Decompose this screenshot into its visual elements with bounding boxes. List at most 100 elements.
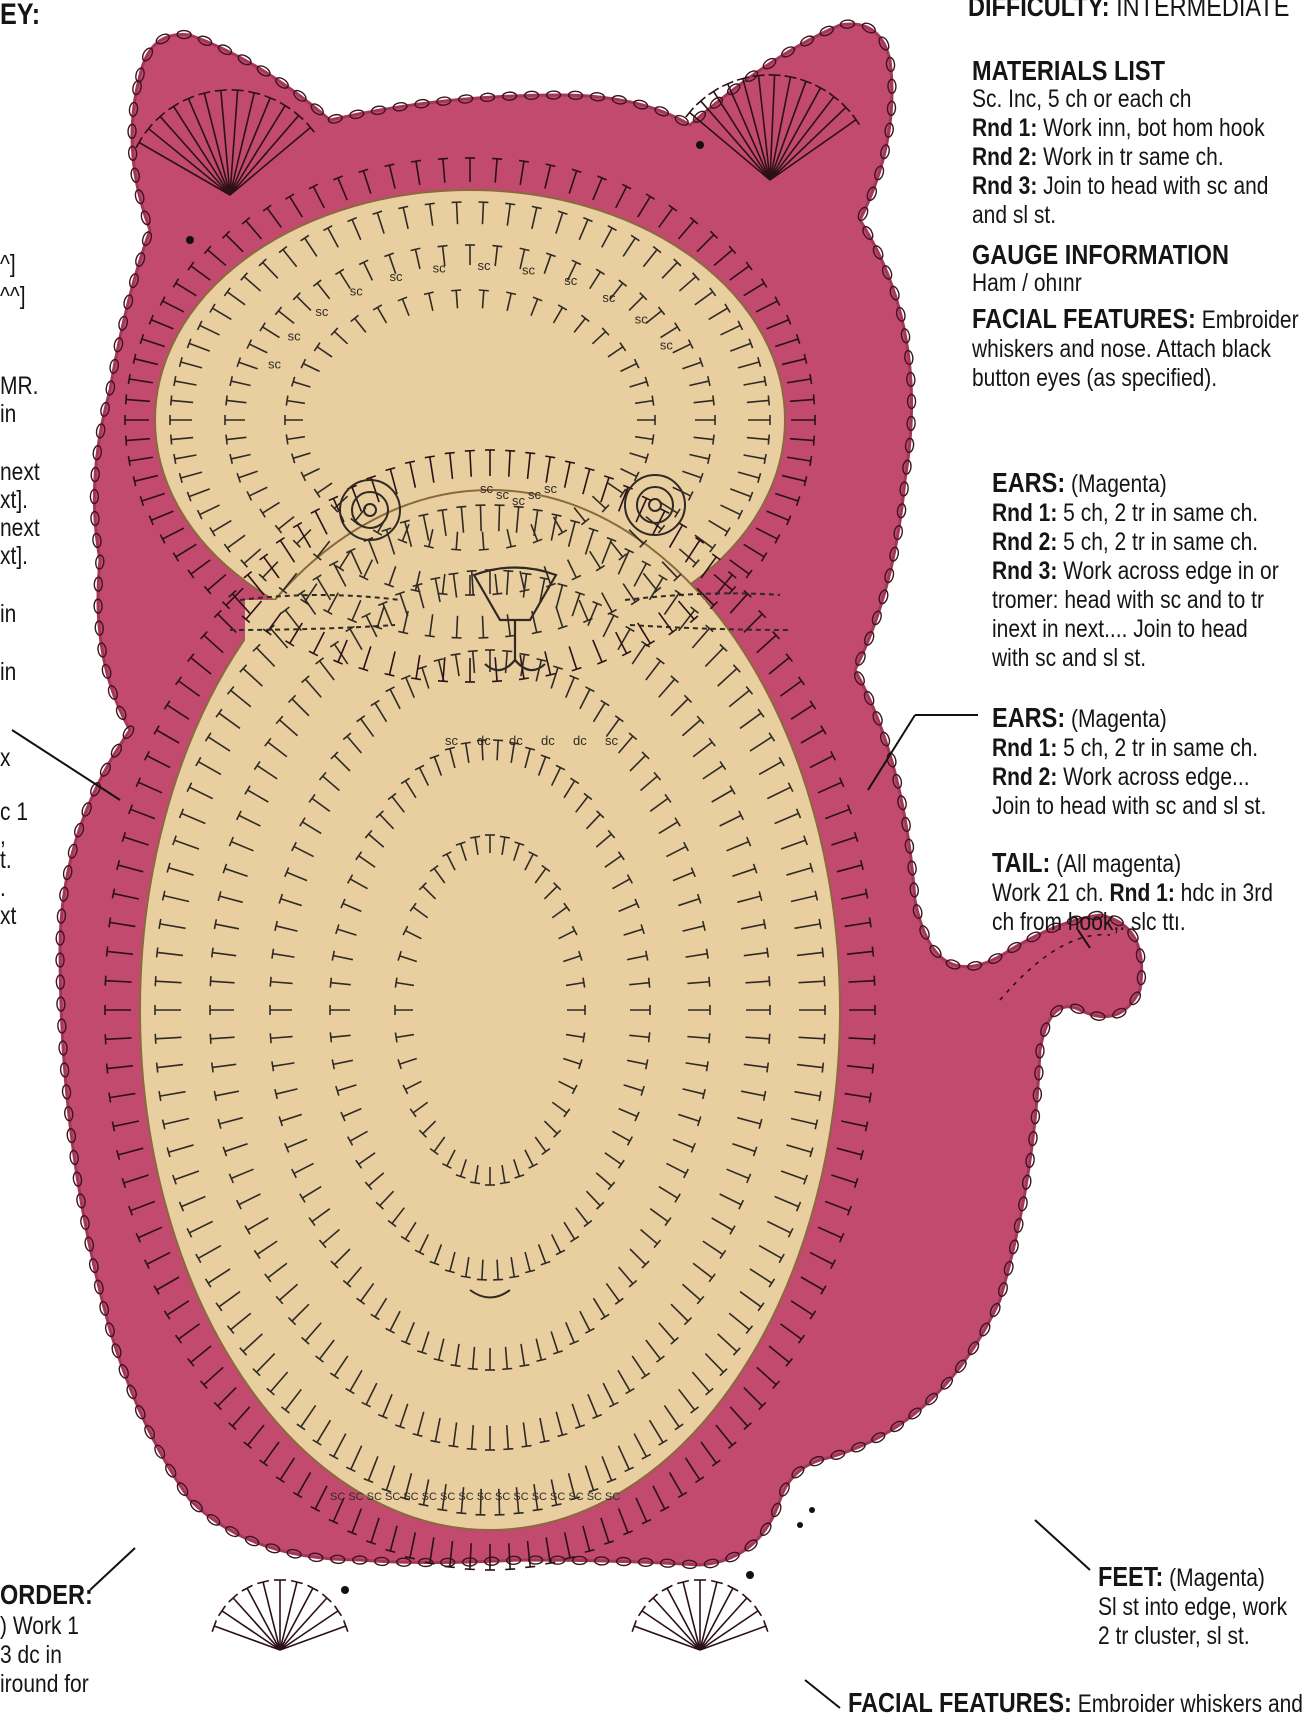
body-stitch-bar (502, 1368, 512, 1369)
border-stitch-bar (438, 158, 448, 159)
border-stitch-bar (505, 451, 515, 452)
difficulty: DIFFICULTY: INTERMEDIATE (968, 0, 1289, 21)
stitch-label: dc (541, 733, 555, 748)
difficulty-value: INTERMEDIATE (1116, 0, 1289, 22)
head-stitch (482, 202, 483, 224)
materials-r1-text: Work inn, bot hom hook (1043, 114, 1264, 142)
feet-label: FEET: (1098, 1561, 1163, 1592)
border-title: ORDER: (0, 1580, 93, 1609)
foot-stitch-bar (242, 1585, 253, 1591)
border-stitch-bar (107, 1064, 108, 1074)
left-line-2: ^^] (0, 282, 26, 311)
border-stitch-bar (492, 158, 502, 159)
ears1-r2-text: 5 ch, 2 tr in same ch. (1063, 528, 1258, 556)
gauge-block: GAUGE INFORMATION Ham / ohınr (972, 240, 1229, 298)
body-stitch-bar (270, 977, 271, 987)
stitch-label: sc (602, 290, 616, 305)
border-line-1: ) Work 1 (0, 1612, 79, 1641)
left-line-3: MR. (0, 372, 38, 401)
border-stitch-bar (505, 1569, 515, 1570)
stitch-label: dc (509, 733, 523, 748)
body-stitch-bar (467, 1449, 477, 1450)
head-stitch-bar (438, 246, 448, 247)
ears2-l4: Join to head with sc and sl st. (992, 792, 1266, 821)
stitch-label: sc (544, 481, 558, 496)
foot-stitch-bar (662, 1585, 673, 1591)
stitch-label: sc (605, 733, 619, 748)
ear-stitch-bar (769, 75, 781, 76)
gauge-title: GAUGE INFORMATION (972, 240, 1229, 269)
left-line-6: xt]. (0, 486, 28, 515)
foot-stitch-bar (308, 1585, 319, 1591)
head-stitch-bar (451, 290, 461, 291)
stitch-label: sc (268, 357, 282, 372)
stitch-label: sc (660, 338, 674, 353)
body-stitch-bar (822, 1063, 823, 1073)
body-stitch-bar (468, 1368, 478, 1369)
body-stitch-bar (210, 1034, 211, 1044)
body-stitch-bar (467, 571, 477, 572)
body-stitch-bar (270, 1033, 271, 1043)
tail-l2a: Work 21 ch. (992, 879, 1109, 907)
head-stitch-bar (451, 549, 461, 550)
ears2-color: (Magenta) (1071, 705, 1167, 733)
border-stitch-bar (438, 681, 448, 682)
border-stitch-bar (525, 453, 535, 454)
body-stitch-bar (769, 1034, 770, 1044)
stitch-label: dc (477, 733, 491, 748)
body-stitch-bar (477, 1279, 487, 1280)
materials-r1-label: Rnd 1: (972, 114, 1037, 142)
neck-panel (245, 600, 705, 720)
head-stitch-bar (768, 435, 769, 445)
border-stitch-bar (465, 1569, 475, 1570)
body-stitch (499, 505, 500, 531)
foot-stitch-bar (219, 1606, 226, 1616)
stitch-label: sc (389, 269, 403, 284)
feet-l2: Sl st into edge, work (1098, 1593, 1287, 1622)
head-stitch-bar (479, 290, 489, 291)
border-line-3: iround for (0, 1670, 89, 1699)
left-line-8: xt]. (0, 542, 28, 571)
ear-stitch-bar (232, 90, 244, 91)
left-line-16: xt (0, 902, 16, 931)
right-foot-fan (632, 1580, 768, 1650)
foot-stitch-bar (728, 1585, 739, 1591)
ears2-r1-label: Rnd 1: (992, 734, 1057, 762)
gauge-text: Ham / ohınr (972, 269, 1229, 298)
border-stitch-bar (105, 976, 106, 986)
facial-bottom-text: Embroider whiskers and (1078, 1690, 1303, 1718)
facial-top-label: FACIAL FEATURES: (972, 303, 1196, 334)
body-stitch-bar (769, 976, 770, 986)
body-stitch-bar (824, 1034, 825, 1044)
facial-bottom-label: FACIAL FEATURES: (848, 1687, 1072, 1718)
left-line-7: next (0, 514, 40, 543)
stitch-label: sc (288, 329, 302, 344)
body-stitch-bar (709, 1033, 710, 1043)
head-stitch-bar (713, 435, 714, 445)
tail-r1-label: Rnd 1: (1109, 879, 1174, 907)
body-stitch-bar (649, 978, 650, 988)
ears1-r2-label: Rnd 2: (992, 528, 1057, 556)
body-stitch-bar (514, 1513, 524, 1514)
border-stitch-bar (814, 436, 815, 446)
head-stitch-bar (226, 395, 227, 405)
head-stitch-bar (768, 395, 769, 405)
ear-stitch-bar (709, 88, 719, 94)
body-stitch-bar (456, 506, 466, 507)
materials-r3-text: Join to head with sc and (1037, 172, 1268, 200)
ears1-r1-text: 5 ch, 2 tr in same ch. (1063, 499, 1258, 527)
border-stitch-bar (874, 1034, 875, 1044)
materials-r3-label: Rnd 3: (972, 172, 1037, 200)
border-stitch-bar (874, 976, 875, 986)
facial-top-l3: button eyes (as specified). (972, 364, 1299, 393)
ears1-r1-label: Rnd 1: (992, 499, 1057, 527)
left-line-4: in (0, 400, 16, 429)
stitch-label: sc (496, 487, 510, 502)
tail-label: TAIL: (992, 847, 1050, 878)
body-stitch-bar (503, 571, 513, 572)
ears1-block: EARS: (Magenta) Rnd 1: 5 ch, 2 tr in sam… (992, 468, 1279, 673)
facial-bottom-block: FACIAL FEATURES: Embroider whiskers and (848, 1688, 1303, 1719)
left-line-9: in (0, 600, 16, 629)
difficulty-label: DIFFICULTY: (968, 0, 1110, 22)
body-stitch-bar (330, 978, 331, 988)
